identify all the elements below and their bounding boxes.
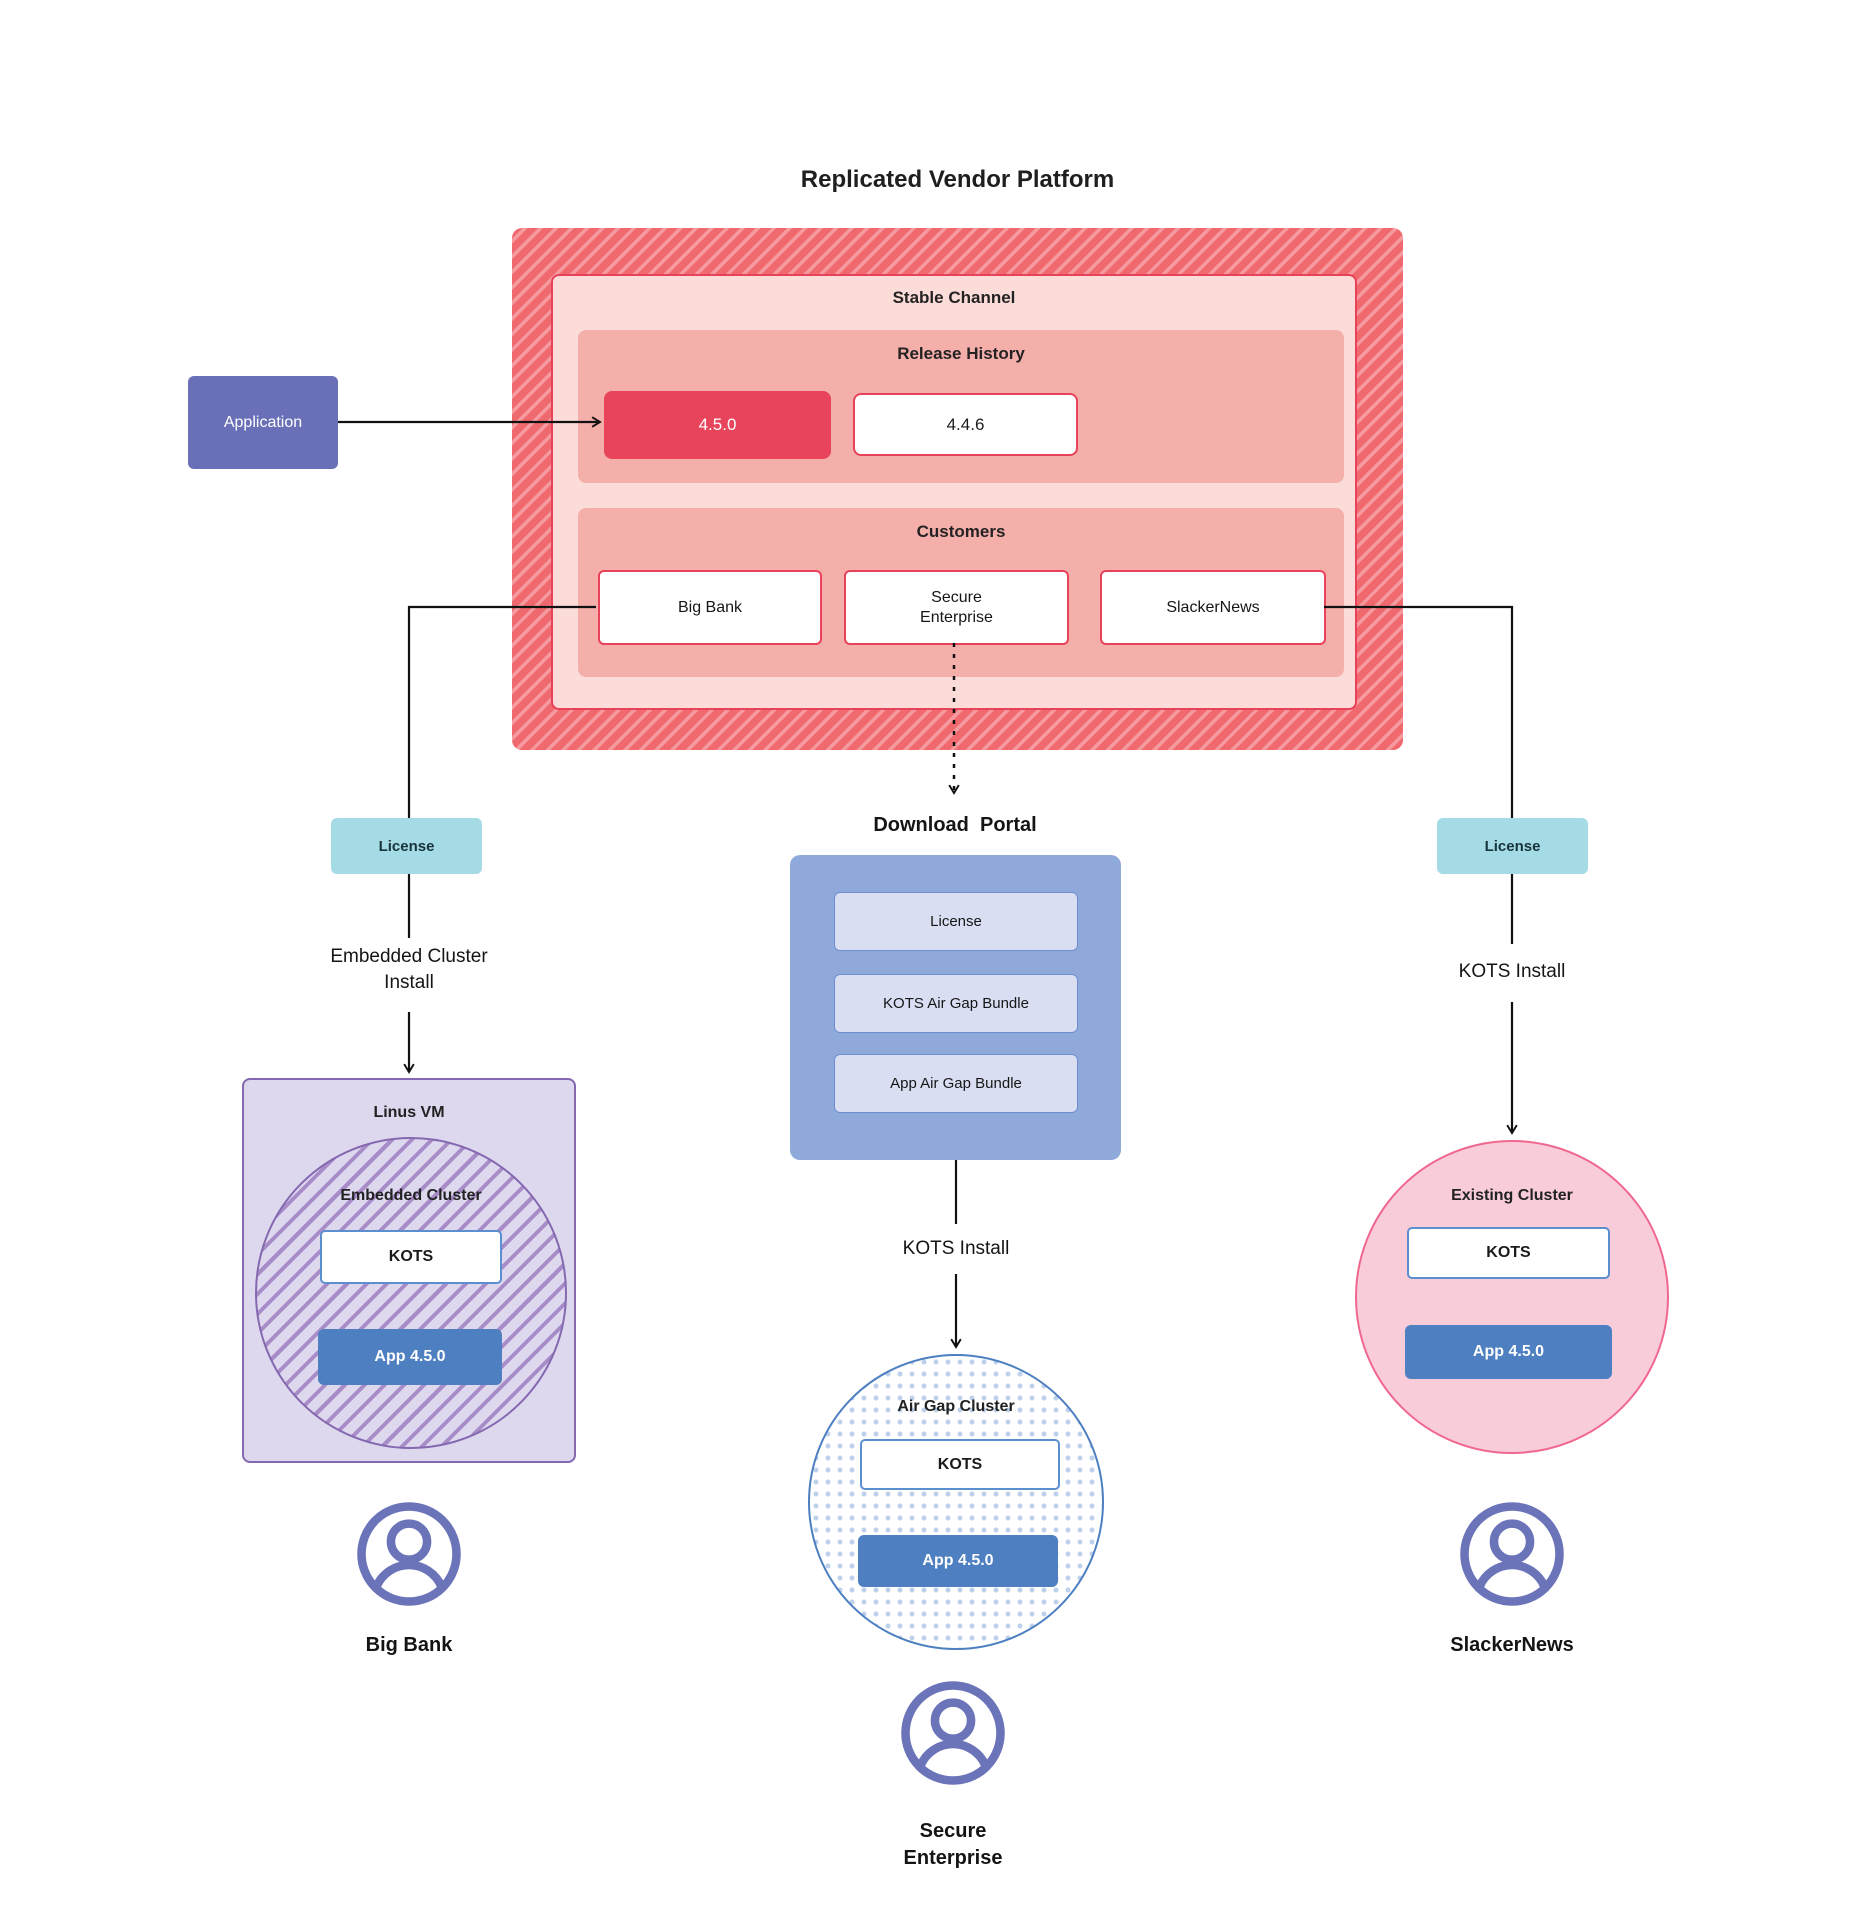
download-portal-label: Download Portal [873,814,1037,836]
kots-install-label-right: KOTS Install [1458,961,1566,982]
customers-panel: Customers Big Bank Secure Enterprise Sla… [578,508,1344,677]
release-history-label: Release History [897,344,1025,363]
existing-cluster-circle: Existing Cluster KOTS App 4.5.0 [1355,1140,1669,1454]
portal-item-app-air-gap-bundle: App Air Gap Bundle [834,1054,1078,1113]
portal-item-label: App Air Gap Bundle [890,1075,1022,1092]
kots-label: KOTS [937,1455,983,1473]
portal-item-label: License [930,913,982,930]
customer-box-big-bank: Big Bank [598,570,822,645]
customer-name: SlackerNews [1166,598,1260,616]
app-label: App 4.5.0 [922,1552,994,1569]
release-box-4-5-0: 4.5.0 [604,391,831,459]
kots-label: KOTS [1486,1244,1531,1261]
portal-item-license: License [834,892,1078,951]
kots-box-embedded: KOTS [320,1230,502,1284]
existing-cluster-label: Existing Cluster [1451,1187,1573,1204]
customers-label: Customers [916,522,1006,541]
linus-vm-label: Linus VM [373,1104,445,1121]
vendor-platform-panel: Stable Channel Release History 4.5.0 4.4… [512,228,1403,750]
release-box-4-4-6: 4.4.6 [853,393,1078,456]
download-portal-panel: License KOTS Air Gap Bundle App Air Gap … [790,855,1121,1160]
user-icon [901,1681,1005,1785]
air-gap-cluster-circle: Air Gap Cluster KOTS App 4.5.0 [808,1354,1104,1650]
embedded-cluster-circle: Embedded Cluster [255,1137,567,1449]
user-label-big-bank: Big Bank [365,1634,453,1656]
license-label: License [1484,837,1541,855]
kots-install-label-center: KOTS Install [902,1238,1010,1259]
kots-box-existing: KOTS [1407,1227,1610,1279]
application-box: Application [188,376,338,469]
kots-label: KOTS [388,1248,434,1265]
app-label: App 4.5.0 [374,1348,446,1365]
diagram-title: Replicated Vendor Platform [800,166,1115,193]
user-label-slackernews: SlackerNews [1450,1634,1574,1656]
user-icon [1460,1502,1564,1606]
customer-name: Big Bank [677,598,743,616]
application-label: Application [223,413,303,431]
line-slackernews-to-license [1324,605,1514,818]
stable-channel-label: Stable Channel [892,288,1016,307]
user-icon [357,1502,461,1606]
kots-box-airgap: KOTS [860,1439,1060,1490]
app-label: App 4.5.0 [1472,1343,1545,1360]
air-gap-cluster-label: Air Gap Cluster [897,1398,1015,1415]
license-badge-right: License [1437,818,1588,874]
release-version: 4.4.6 [946,414,985,434]
embedded-cluster-install-label: Embedded Cluster Install [330,946,488,993]
portal-item-label: KOTS Air Gap Bundle [883,995,1029,1012]
release-version: 4.5.0 [698,415,737,434]
customer-box-secure-enterprise: Secure Enterprise [844,570,1069,645]
license-badge-left: License [331,818,482,874]
portal-item-kots-air-gap-bundle: KOTS Air Gap Bundle [834,974,1078,1033]
stable-channel-panel: Stable Channel Release History 4.5.0 4.4… [551,274,1357,710]
embedded-cluster-label: Embedded Cluster [340,1187,482,1204]
app-box-airgap: App 4.5.0 [858,1535,1058,1587]
app-box-existing: App 4.5.0 [1405,1325,1612,1379]
license-label: License [378,837,435,855]
customer-name: Secure Enterprise [920,588,993,626]
release-history-panel: Release History 4.5.0 4.4.6 [578,330,1344,483]
customer-box-slackernews: SlackerNews [1100,570,1326,645]
user-label-secure-enterprise: Secure Enterprise [903,1820,1003,1869]
linus-vm-panel: Linus VM Embedded Cluster KOTS App 4.5.0 [242,1078,576,1463]
line-bigbank-to-license [407,605,596,818]
app-box-embedded: App 4.5.0 [318,1329,502,1385]
